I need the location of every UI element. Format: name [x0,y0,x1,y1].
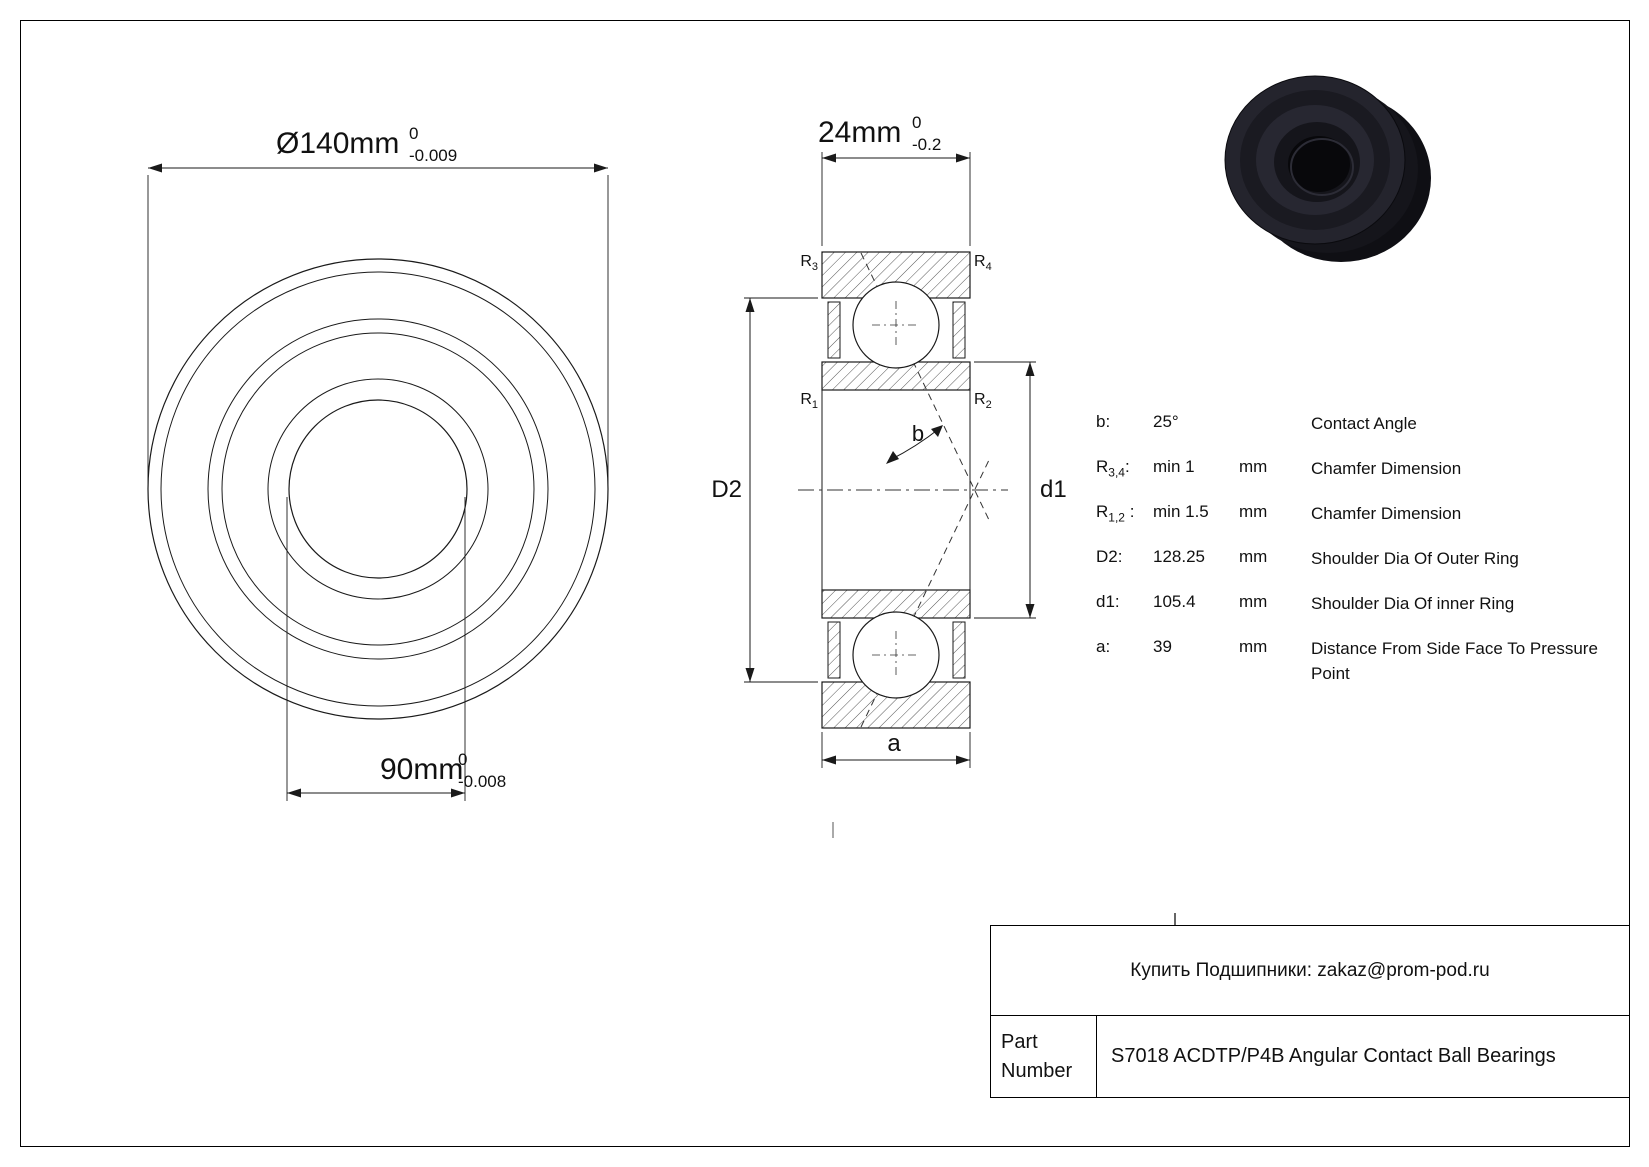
section-view [798,251,1008,838]
a-label: a [887,730,901,757]
seal-top-left-section [827,301,841,359]
r1-label: R1 [800,391,818,411]
inner-ring-outside-circle [267,378,489,600]
contact-text: Купить Подшипники: zakaz@prom-pod.ru [1130,959,1490,981]
b-label: b [912,421,924,446]
spec-value: 128.25 [1153,547,1205,566]
width-tol-lower: -0.2 [912,135,941,154]
bore-diameter-tol-lower: -0.008 [458,772,506,791]
seal-bottom-right-section [952,621,966,679]
spec-row: D2: 128.25 mm Shoulder Dia Of Outer Ring [1096,547,1630,592]
spec-unit: mm [1239,457,1268,476]
seal-bottom-left-section [827,621,841,679]
outer-diameter-value: Ø140mm [276,127,399,160]
d1-dimension: d1 [974,361,1067,619]
spec-desc: Chamfer Dimension [1311,504,1462,523]
spec-row: b: 25° Contact Angle [1096,412,1630,457]
spec-row: R1,2 : min 1.5 mm Chamfer Dimension [1096,502,1630,547]
width-tol-upper: 0 [912,113,921,132]
spec-desc: Contact Angle [1311,414,1417,433]
spec-unit: mm [1239,547,1268,566]
d2-dimension: D2 [711,297,818,683]
part-number-value: S7018 ACDTP/P4B Angular Contact Ball Bea… [1111,1045,1556,1067]
bearing-3d-render [1224,75,1431,262]
spec-label: d1: [1096,592,1120,611]
spec-desc: Shoulder Dia Of inner Ring [1311,594,1515,613]
spec-label: R3,4: [1096,457,1130,480]
outer-raceway-circle [207,318,549,660]
spec-value: 39 [1153,637,1172,656]
outer-diameter-tol-upper: 0 [409,124,418,143]
spec-desc: Chamfer Dimension [1311,459,1462,478]
part-number-label: Part Number [991,1016,1097,1097]
contact-info: Купить Подшипники: zakaz@prom-pod.ru [991,926,1629,1016]
outer-diameter-dimension: Ø140mm 0 -0.009 [147,124,609,486]
page-border [20,20,1630,1147]
outer-ring-chamfer-circle [160,271,596,707]
a-dimension: a [821,730,971,768]
spec-unit: mm [1239,502,1268,521]
d1-label: d1 [1040,476,1067,503]
part-number-row: Part Number S7018 ACDTP/P4B Angular Cont… [991,1016,1629,1097]
spec-unit: mm [1239,637,1268,656]
spec-value: 105.4 [1153,592,1196,611]
bore-diameter-tol-upper: 0 [458,750,467,769]
spec-desc: Distance From Side Face To Pressure Poin… [1311,639,1598,683]
title-block: Купить Подшипники: zakaz@prom-pod.ru Par… [990,925,1630,1098]
width-dimension: 24mm 0 -0.2 [818,113,971,246]
spec-label: a: [1096,637,1111,656]
spec-label: b: [1096,412,1111,431]
r4-label: R4 [974,253,992,273]
spec-label: D2: [1096,547,1123,566]
contact-angle-annotation: b [886,421,943,464]
front-view [147,258,609,720]
d2-label: D2 [711,476,742,503]
spec-label: R1,2 : [1096,502,1135,525]
outer-diameter-tol-lower: -0.009 [409,146,457,165]
spec-value: min 1 [1153,457,1195,476]
seal-top-right-section [952,301,966,359]
bore-diameter-value: 90mm [380,753,463,786]
spec-row: R3,4: min 1 mm Chamfer Dimension [1096,457,1630,502]
spec-value: 25° [1153,412,1179,431]
spec-unit: mm [1239,592,1268,611]
bore-circle [288,399,468,579]
width-value: 24mm [818,116,901,149]
r2-label: R2 [974,391,992,411]
outer-ring-outside-circle [147,258,609,720]
chamfer-labels: R3 R4 R1 R2 [800,253,991,411]
spec-value: min 1.5 [1153,502,1209,521]
cage-circle [221,332,535,646]
spec-row: d1: 105.4 mm Shoulder Dia Of inner Ring [1096,592,1630,637]
r3-label: R3 [800,253,818,273]
spec-table: b: 25° Contact Angle R3,4: min 1 mm Cham… [1096,412,1630,686]
spec-row: a: 39 mm Distance From Side Face To Pres… [1096,637,1630,686]
bore-diameter-dimension: 90mm 0 -0.008 [286,497,506,801]
spec-desc: Shoulder Dia Of Outer Ring [1311,549,1519,568]
